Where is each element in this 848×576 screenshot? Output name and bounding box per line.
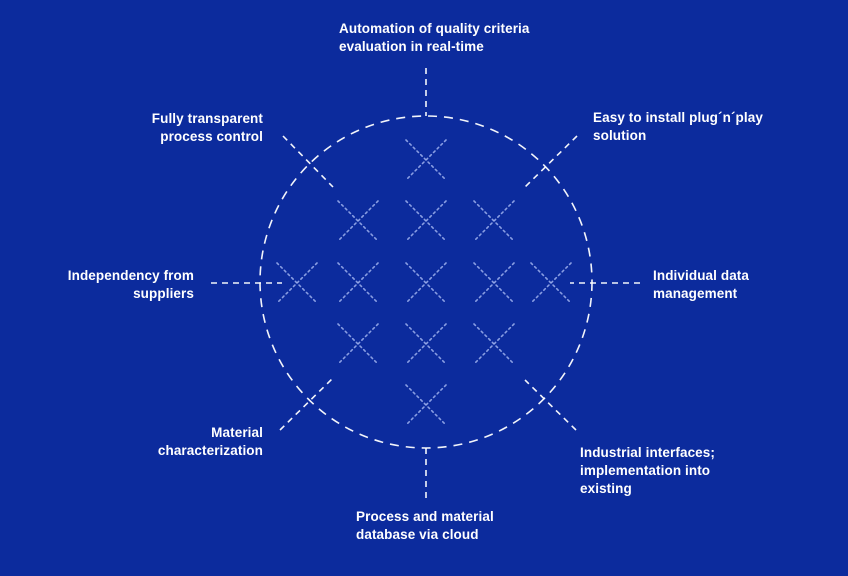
spoke-bottom-left — [279, 377, 334, 431]
x-mark-stroke — [405, 323, 447, 365]
x-mark-stroke — [337, 200, 379, 242]
label-left: Independency from suppliers — [67, 268, 194, 301]
label-bottom-left: Material characterization — [157, 425, 263, 458]
x-mark-stroke — [473, 323, 515, 365]
label-top-left: Fully transparent process control — [151, 111, 263, 144]
spoke-bottom-right — [524, 379, 577, 431]
x-mark-stroke — [473, 262, 515, 304]
x-mark-stroke — [337, 323, 379, 365]
x-mark-pattern — [276, 139, 572, 426]
label-bottom: Process and material database via cloud — [356, 509, 494, 542]
x-mark-stroke — [530, 262, 572, 304]
spokes — [211, 68, 640, 498]
x-mark-stroke — [276, 262, 318, 304]
label-top-right: Easy to install plug´n´play solution — [593, 110, 763, 143]
x-mark-stroke — [405, 262, 447, 304]
label-bottom-right: Industrial interfaces; implementation in… — [580, 445, 715, 496]
spoke-top-left — [282, 135, 334, 188]
x-mark-stroke — [405, 384, 447, 426]
spoke-top-right — [523, 135, 578, 189]
label-right: Individual data management — [653, 268, 750, 301]
label-top: Automation of quality criteria evaluatio… — [339, 21, 530, 54]
x-mark-stroke — [473, 200, 515, 242]
x-mark-stroke — [405, 139, 447, 181]
x-mark-stroke — [405, 200, 447, 242]
x-mark-stroke — [337, 262, 379, 304]
